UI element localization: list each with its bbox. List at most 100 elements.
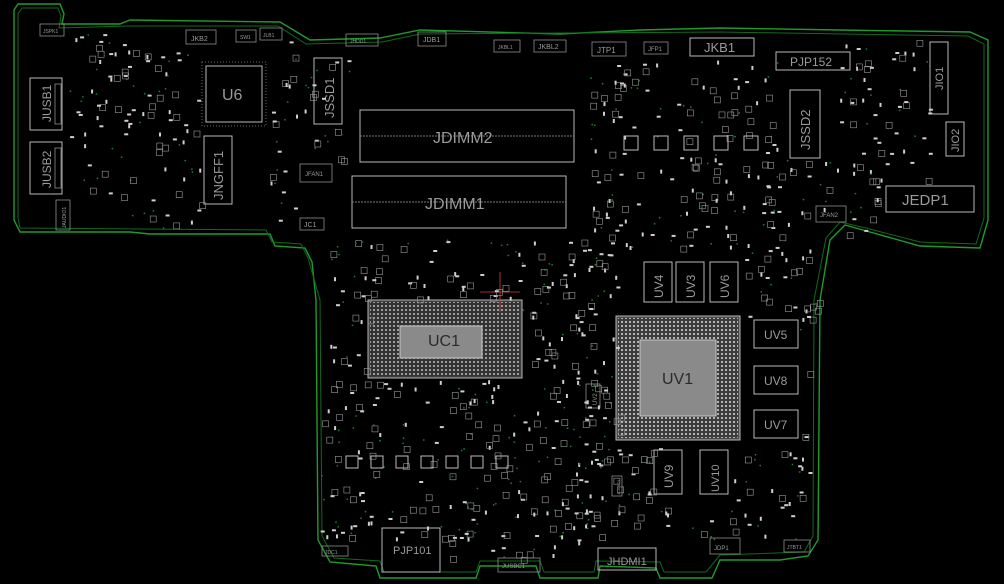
small-component [193,130,201,138]
via [96,177,99,180]
small-component [465,412,473,420]
small-component [650,488,658,496]
smd-pad [913,67,916,72]
smd-pad [789,452,792,457]
smd-pad [880,178,883,183]
small-component [711,194,719,201]
smd-pad [330,495,335,498]
smd-pad [563,274,568,277]
via [773,209,776,212]
small-component [651,450,658,457]
power-inductor [495,455,509,469]
jusb2-connector: JUSB2 [29,141,63,195]
small-component [350,496,357,504]
small-component [581,239,589,247]
small-component [863,66,871,73]
small-component [310,94,317,101]
smd-pad [631,473,636,476]
small-component [590,343,598,350]
smd-pad [910,161,915,164]
via [701,121,703,124]
smd-pad [454,272,457,277]
small-component [646,497,653,504]
smd-pad [335,61,340,64]
smd-pad [142,112,145,117]
via [742,211,745,214]
via [108,42,111,44]
power-inductor [683,135,699,151]
smd-pad [895,52,900,54]
smd-pad [283,170,288,173]
small-component [591,91,599,99]
small-component [568,291,576,299]
smd-pad [357,450,360,455]
via [544,426,547,429]
svg-text:JKB1: JKB1 [704,40,735,55]
small-component [680,196,688,203]
via [670,240,673,242]
small-component [606,200,614,208]
smd-pad [717,60,720,65]
small-component [394,391,401,398]
smd-pad [764,534,767,539]
smd-pad [361,295,366,298]
smd-pad [677,103,682,106]
uv3-memory-chip: UV3 [675,261,705,303]
smd-pad [584,480,589,483]
small-component [101,170,109,178]
svg-text:UV1: UV1 [662,371,693,388]
smd-pad [387,387,392,390]
smd-pad [151,199,156,202]
via [548,263,551,265]
svg-text:JHDD1: JHDD1 [350,39,366,45]
via [383,466,385,468]
small-component [713,168,721,176]
smd-pad [569,264,574,267]
small-component [691,78,699,86]
via [111,147,114,150]
via [591,123,594,126]
small-component [814,307,822,315]
smd-pad [599,464,604,467]
smd-pad [808,472,813,474]
small-component [603,392,611,400]
small-component [341,158,348,165]
smd-pad [289,41,294,44]
smd-pad [359,492,362,497]
small-component [97,50,105,58]
svg-text:UV10: UV10 [710,464,722,492]
via [353,275,356,278]
smd-pad [372,404,377,406]
small-component [352,314,360,322]
smd-pad [578,327,581,332]
small-component [199,202,206,209]
smd-pad [462,287,465,292]
via [590,138,593,141]
via [850,77,852,80]
via [734,210,736,213]
smd-pad [577,539,582,542]
uc1-cpu-bga: UC1 [367,299,523,379]
svg-text:JSSD2: JSSD2 [798,110,813,150]
smd-pad [928,112,933,115]
smd-pad [272,111,276,114]
small-component [591,170,599,177]
via [355,242,357,245]
uv5-memory-chip: UV5 [753,319,799,349]
small-component [366,442,374,450]
svg-text:UV2: UV2 [593,393,599,405]
small-component [560,440,568,447]
small-component [766,94,773,102]
smd-pad [617,65,622,67]
jio2-connector: JIO2 [945,121,965,157]
small-component [400,516,408,524]
smd-pad [770,211,775,214]
via [87,34,90,36]
small-component [694,157,702,165]
via [336,465,339,467]
smd-pad [784,504,789,507]
smd-pad [172,138,177,141]
smd-pad [619,453,624,456]
via [786,159,789,162]
smd-pad [493,387,496,392]
